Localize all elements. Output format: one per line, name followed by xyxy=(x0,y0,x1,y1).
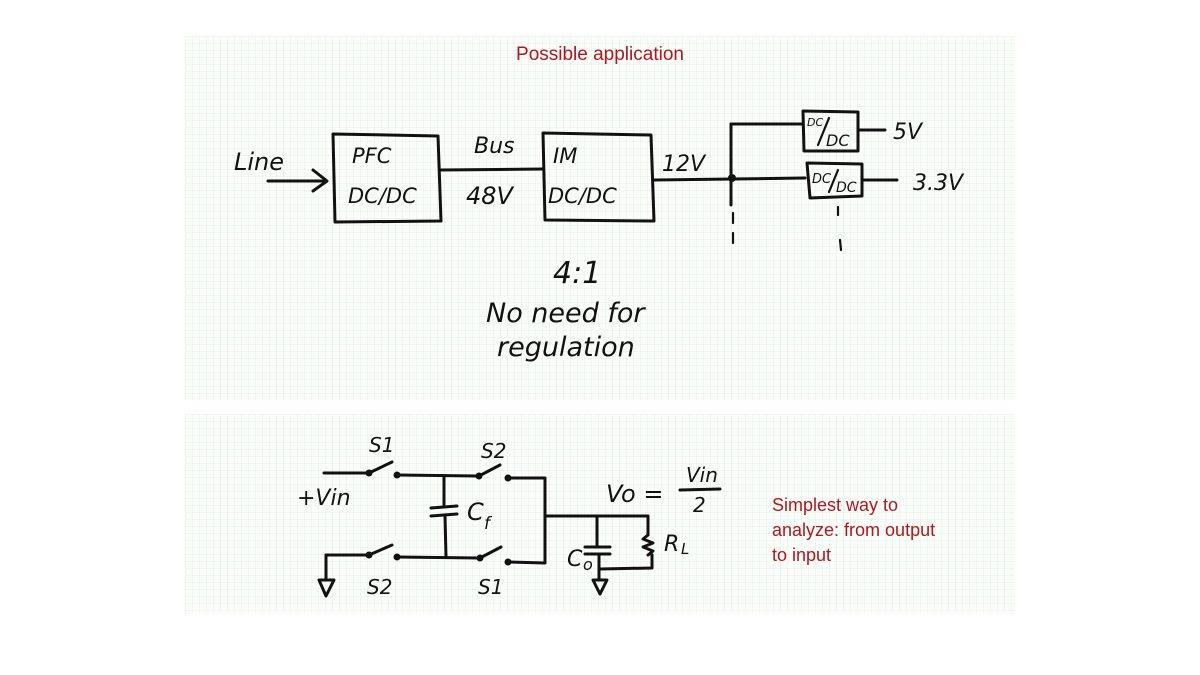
note-line: Simplest way to xyxy=(772,495,899,515)
output-5v-label: 5V xyxy=(893,120,924,145)
output-3v3-label: 3.3V xyxy=(913,171,965,196)
cf-label: C xyxy=(467,498,484,526)
pfc-box xyxy=(331,132,443,224)
pfc-label: PFC xyxy=(352,144,392,168)
wire xyxy=(443,514,448,559)
12v-wire xyxy=(652,177,735,182)
fraction-bar xyxy=(678,487,722,492)
bus-voltage: 48V xyxy=(466,182,515,210)
vout-numerator: Vin xyxy=(686,463,718,487)
switch-label-s1-bottom: S1 xyxy=(478,575,503,599)
bottom-rail xyxy=(317,543,512,598)
vout-equation: Vo = Vin 2 xyxy=(606,463,722,517)
im-label: IM xyxy=(553,144,577,168)
pfc-block: PFC DC/DC xyxy=(331,132,443,224)
distribution-bus xyxy=(728,122,843,252)
im-dcdc-label: DC/DC xyxy=(548,184,617,208)
dc-label-bottom: DC xyxy=(826,131,850,150)
pol-converter-3v3: DC DC 3.3V xyxy=(805,161,965,200)
flying-capacitor: C f xyxy=(429,474,493,559)
switch-label-s1-top: S1 xyxy=(369,433,394,457)
dcdc-box xyxy=(805,161,864,200)
rl-label: R xyxy=(664,532,679,557)
switch-s2-bottom-icon xyxy=(367,543,394,557)
rail-to-3v3 xyxy=(731,176,807,181)
block-diagram-panel xyxy=(185,36,1015,400)
junction-dot xyxy=(728,174,736,182)
pol-converter-5v: DC DC 5V xyxy=(801,109,924,153)
slash xyxy=(827,168,840,194)
regulation-line2: regulation xyxy=(497,332,635,363)
switch-label-s2-bottom: S2 xyxy=(367,575,392,599)
dcdc-box xyxy=(801,109,860,153)
capacitor-icon xyxy=(583,545,612,556)
slide-title: Possible application xyxy=(516,44,684,65)
ground-icon xyxy=(591,578,609,596)
output-stage: C o R L xyxy=(543,514,689,596)
switch-s2-top-icon xyxy=(477,463,502,478)
vout-label: Vo = xyxy=(606,480,663,508)
pfc-dcdc-label: DC/DC xyxy=(348,184,417,208)
slash xyxy=(816,116,831,147)
analysis-note: Simplest way to analyze: from output to … xyxy=(772,493,1002,568)
switch-s1-bottom-icon xyxy=(478,545,503,560)
switch-contact xyxy=(504,558,512,566)
ground-icon xyxy=(317,578,336,598)
bus-wire xyxy=(439,167,545,172)
continuation-dashes xyxy=(836,205,843,252)
capacitor-icon xyxy=(429,504,459,518)
wire xyxy=(395,555,481,560)
wire xyxy=(597,552,654,582)
output-wire xyxy=(543,514,650,537)
output-loop xyxy=(506,476,547,565)
top-rail xyxy=(322,460,547,565)
regulation-line1: No need for xyxy=(486,298,646,329)
arrow-head-icon xyxy=(311,168,329,193)
co-subscript: o xyxy=(583,555,593,574)
dc-label-top: DC xyxy=(812,172,832,187)
vin-label: +Vin xyxy=(297,486,351,511)
im-block: IM DC/DC xyxy=(541,131,656,223)
co-label: C xyxy=(567,547,583,572)
switch-label-s2-top: S2 xyxy=(481,439,506,463)
vout-denominator: 2 xyxy=(693,493,706,517)
bus-label: Bus xyxy=(474,134,515,159)
line-label: Line xyxy=(234,148,284,176)
ratio-label: 4:1 xyxy=(553,256,601,291)
note-line: analyze: from output xyxy=(772,520,936,540)
dc-label-top: DC xyxy=(807,116,823,129)
12v-label: 12V xyxy=(662,152,707,177)
wire xyxy=(395,473,480,478)
rl-subscript: L xyxy=(681,540,689,558)
line-input: Line xyxy=(234,148,329,193)
note-line: to input xyxy=(772,545,832,565)
switch-s1-top-icon xyxy=(367,460,394,475)
dc-label-bottom: DC xyxy=(836,180,857,196)
cf-subscript: f xyxy=(484,514,493,534)
resistor-icon xyxy=(641,533,655,557)
im-box xyxy=(541,131,656,223)
